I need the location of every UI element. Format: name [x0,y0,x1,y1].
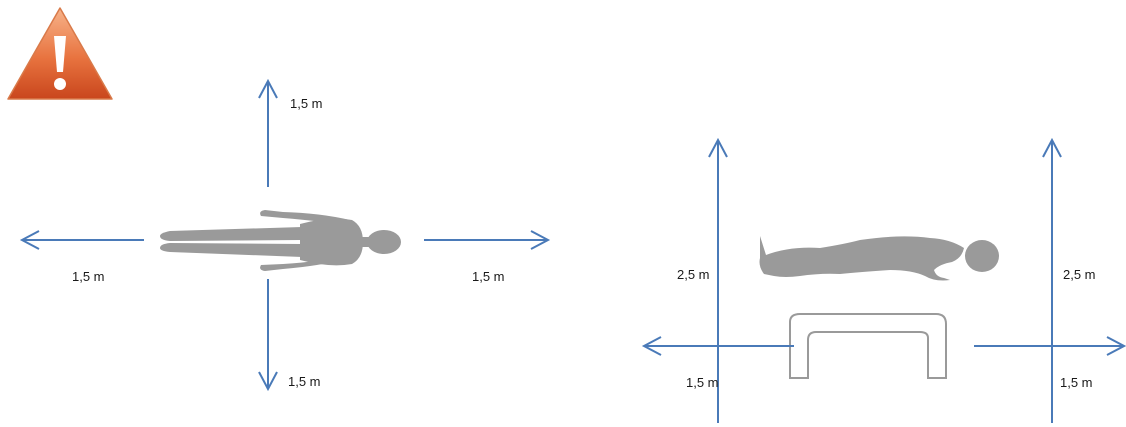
standing-person-silhouette [160,210,401,271]
arrow-right [424,230,551,250]
arrow-up [258,78,278,187]
label-right-distance: 1,5 m [472,269,505,284]
label-left-bottom-distance: 1,5 m [686,375,719,390]
label-up-distance: 1,5 m [290,96,323,111]
label-left-distance: 1,5 m [72,269,105,284]
arrow-left [19,230,144,250]
label-down-distance: 1,5 m [288,374,321,389]
warning-triangle-icon [7,7,113,100]
arrow-down [258,279,278,392]
arrow-horizontal-right [974,336,1126,356]
label-right-height: 2,5 m [1063,267,1096,282]
label-right-bottom-distance: 1,5 m [1060,375,1093,390]
table-outline [789,313,947,379]
lying-person-silhouette [759,236,999,281]
arrow-horizontal-left [641,336,794,356]
label-left-height: 2,5 m [677,267,710,282]
arrow-vertical-right [1042,137,1062,423]
arrow-vertical-left [708,137,728,423]
